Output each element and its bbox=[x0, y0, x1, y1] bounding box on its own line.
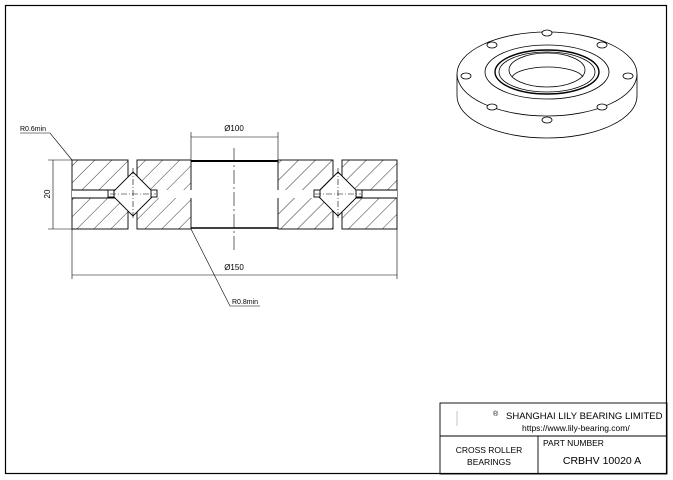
part-number-label: PART NUMBER bbox=[543, 438, 604, 448]
section-view bbox=[71, 148, 398, 250]
width-label: 20 bbox=[43, 189, 52, 198]
radius-outer-label: R0.6min bbox=[20, 126, 46, 133]
company-name: SHANGHAI LILY BEARING LIMITED bbox=[506, 411, 663, 422]
product-type-line2: BEARINGS bbox=[467, 457, 511, 467]
inner-diameter-label: Ø100 bbox=[224, 124, 244, 133]
company-website[interactable]: https://www.lily-bearing.com/ bbox=[522, 423, 630, 433]
bolt-holes bbox=[460, 29, 634, 124]
outer-diameter-label: Ø150 bbox=[224, 263, 244, 272]
product-type-line1: CROSS ROLLER bbox=[456, 445, 523, 455]
dimension-lines bbox=[20, 132, 398, 307]
title-block bbox=[439, 402, 668, 475]
registered-mark: ® bbox=[493, 410, 499, 418]
part-number: CRBHV 10020 A bbox=[563, 455, 641, 467]
radius-inner-label: R0.8min bbox=[232, 299, 258, 306]
drawing-border bbox=[4, 4, 668, 475]
isometric-view bbox=[456, 29, 638, 139]
